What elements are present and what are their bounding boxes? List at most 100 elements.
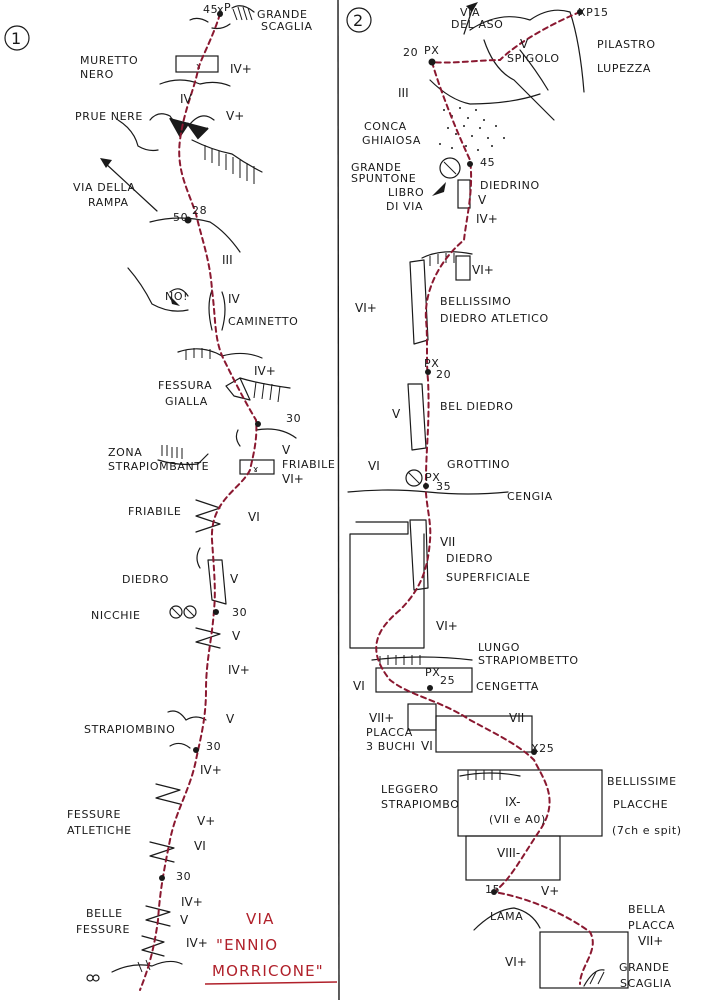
topo-label: FRIABILE <box>282 458 335 471</box>
topo-label: LUPEZZA <box>597 62 651 75</box>
topo-label: NERO <box>80 68 114 81</box>
topo-label: VI+ <box>282 472 304 486</box>
topo-label: FRIABILE <box>128 505 181 518</box>
topo-label: IV+ <box>186 936 208 950</box>
topo-label: GIALLA <box>165 395 208 408</box>
svg-text:VIA: VIA <box>246 910 275 928</box>
topo-label: VI+ <box>436 619 458 633</box>
topo-label: VII+ <box>369 711 394 725</box>
topo-label: X25 <box>531 742 554 755</box>
topo-label: FESSURA <box>158 379 212 392</box>
panel-1-route <box>139 13 258 991</box>
topo-label: STRAPIOMBO <box>381 798 459 811</box>
panel-2-route <box>375 11 594 985</box>
topo-label: V <box>282 443 291 457</box>
topo-label: V+ <box>226 109 244 123</box>
topo-label: PLACCA <box>366 726 413 739</box>
topo-label: CONCA <box>364 120 407 133</box>
topo-label: 20 <box>403 46 418 59</box>
topo-label: (7ch e spit) <box>612 824 682 837</box>
topo-label: PRUE NERE <box>75 110 143 123</box>
topo-label: NICCHIE <box>91 609 141 622</box>
topo-label: CENGIA <box>507 490 553 503</box>
topo-label: VII <box>440 535 455 549</box>
topo-label: VI <box>248 510 260 524</box>
topo-label: P <box>224 1 231 14</box>
topo-label: V <box>226 712 235 726</box>
topo-label: PX <box>425 666 440 679</box>
topo-label: 30 <box>286 412 301 425</box>
topo-label: 3 BUCHI <box>366 740 416 753</box>
svg-text:ɤ: ɤ <box>253 465 258 475</box>
topo-label: SPUNTONE <box>351 172 416 185</box>
topo-label: 35 <box>436 480 451 493</box>
topo-label: VII <box>509 711 524 725</box>
topo-label: IV+ <box>181 895 203 909</box>
topo-label: III <box>398 86 409 100</box>
topo-label: V <box>478 193 487 207</box>
topo-label: VIA <box>460 6 480 19</box>
topo-label: IV+ <box>228 663 250 677</box>
topo-label: ATLETICHE <box>67 824 132 837</box>
panel-1-number: 1 <box>4 25 30 51</box>
topo-label: FESSURE <box>76 923 130 936</box>
svg-text:"ENNIO: "ENNIO <box>216 936 278 954</box>
topo-label: BEL DIEDRO <box>440 400 514 413</box>
topo-label: SPIGOLO <box>507 52 560 65</box>
topo-label: GROTTINO <box>447 458 510 471</box>
topo-label: MURETTO <box>80 54 138 67</box>
topo-label: 50 <box>173 211 188 224</box>
topo-label: BELLE <box>86 907 123 920</box>
topo-label: ZONA <box>108 446 142 459</box>
panel-1-belays <box>159 11 261 881</box>
topo-label: VI <box>368 459 380 473</box>
topo-label: GRANDE <box>351 161 402 174</box>
topo-label: V <box>230 572 239 586</box>
topo-label: LIBRO <box>388 186 424 199</box>
panel-2-belays <box>423 9 583 895</box>
topo-label: 15 <box>485 883 500 896</box>
topo-label: NO! <box>165 290 188 303</box>
topo-label: STRAPIOMBETTO <box>478 654 579 667</box>
topo-label: VII+ <box>638 934 663 948</box>
topo-label: BELLA <box>628 903 666 916</box>
topo-label: 45 <box>480 156 495 169</box>
topo-label: 30 <box>176 870 191 883</box>
svg-text:2: 2 <box>353 11 363 30</box>
topo-label: IV <box>180 92 193 106</box>
topo-label: STRAPIOMBINO <box>84 723 175 736</box>
topo-label: V+ <box>197 814 215 828</box>
topo-label: 30 <box>206 740 221 753</box>
topo-label: VI <box>194 839 206 853</box>
topo-label: DI VIA <box>386 200 423 213</box>
topo-label: FESSURE <box>67 808 121 821</box>
topo-label: LUNGO <box>478 641 520 654</box>
topo-label: V+ <box>541 884 559 898</box>
topo-label: PLACCHE <box>613 798 668 811</box>
topo-label: V <box>232 629 241 643</box>
topo-label: CAMINETTO <box>228 315 298 328</box>
topo-label: IV+ <box>476 212 498 226</box>
topo-label: DIEDRO <box>122 573 169 586</box>
topo-label: BELLISSIME <box>607 775 677 788</box>
topo-label: x <box>217 3 224 16</box>
topo-label: PILASTRO <box>597 38 656 51</box>
topo-label: PX <box>425 471 440 484</box>
topo-label: 25 <box>440 674 455 687</box>
topo-label: PX <box>424 44 439 57</box>
topo-label: DIEDRO ATLETICO <box>440 312 549 325</box>
route-title: VIA "ENNIO MORRICONE" <box>204 910 338 985</box>
topo-label: V <box>392 407 401 421</box>
topo-label: SCAGLIA <box>620 977 672 990</box>
topo-label: PLACCA <box>628 919 675 932</box>
topo-label: RAMPA <box>88 196 129 209</box>
svg-text:1: 1 <box>11 29 21 48</box>
topo-label: SUPERFICIALE <box>446 571 531 584</box>
topo-label: CENGETTA <box>476 680 539 693</box>
topo-label: LAMA <box>490 910 523 923</box>
topo-label: VI+ <box>355 301 377 315</box>
topo-label: IV+ <box>200 763 222 777</box>
panel-2-number: 2 <box>346 7 372 33</box>
topo-label: DEL ASO <box>451 18 503 31</box>
